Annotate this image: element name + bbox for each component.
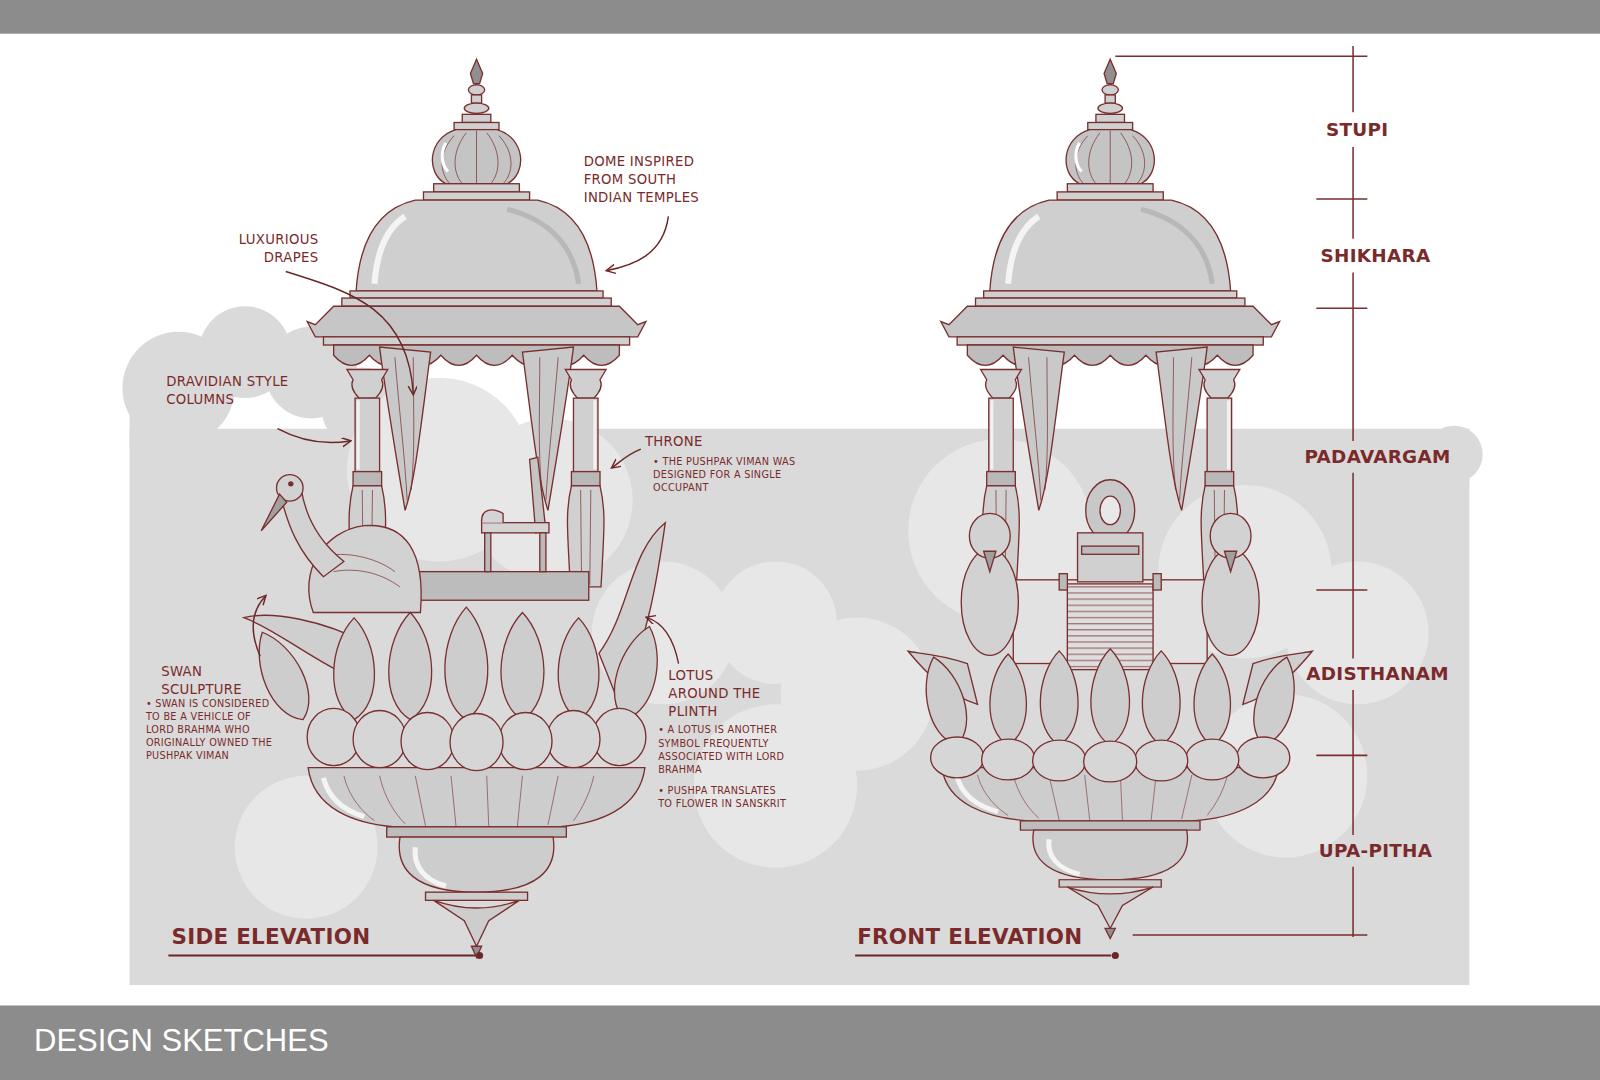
view-title: SIDE ELEVATION: [171, 923, 370, 952]
section-name: PADAVARGAM: [1305, 445, 1451, 470]
header-bar: [0, 0, 1600, 34]
side-elevation-drawing: [540, 533, 546, 572]
front-elevation-drawing: [982, 739, 1035, 780]
side-elevation-drawing: [501, 612, 544, 719]
side-elevation-drawing: [307, 708, 646, 770]
footer-bar: [0, 1005, 1600, 1080]
side-elevation-drawing: [415, 572, 588, 601]
side-elevation-drawing: [450, 714, 503, 771]
side-elevation-drawing: [547, 710, 600, 767]
leader-lines: [253, 216, 678, 663]
footer-bar: [0, 1005, 1600, 1080]
section-ruler: [1115, 56, 1367, 935]
leader-lines: [647, 618, 679, 664]
front-elevation-drawing: [1202, 549, 1259, 655]
front-elevation-drawing: [1224, 551, 1236, 571]
annotation: SWAN SCULPTURE: [161, 663, 263, 699]
side-elevation-drawing: [482, 510, 503, 523]
side-elevation-drawing: [289, 482, 293, 486]
leader-lines: [607, 216, 668, 270]
front-elevation-drawing: [1033, 740, 1086, 781]
title-underlines: [855, 954, 1111, 956]
side-elevation-drawing: [307, 708, 360, 765]
annotation-note: • SWAN IS CONSIDERED TO BE A VEHICLE OF …: [146, 697, 281, 762]
front-elevation-drawing: [908, 59, 1312, 938]
sheet-title: DESIGN SKETCHES: [34, 1023, 329, 1059]
front-elevation-drawing: [1059, 574, 1067, 590]
front-elevation-drawing: [931, 737, 1290, 782]
leader-lines: [612, 449, 641, 467]
front-elevation-drawing: [961, 549, 1018, 655]
front-elevation-drawing: [1186, 739, 1239, 780]
front-elevation-drawing: [941, 59, 1280, 587]
side-elevation-drawing: [593, 708, 646, 765]
front-elevation-drawing: [1100, 496, 1120, 525]
front-elevation-drawing: [1142, 651, 1180, 745]
front-elevation-drawing: [1082, 546, 1139, 554]
section-name: ADISTHANAM: [1306, 662, 1448, 687]
section-ruler: [1115, 46, 1367, 937]
front-elevation-drawing: [1086, 480, 1135, 541]
leader-lines: [278, 429, 350, 443]
side-elevation-drawing: [307, 59, 646, 587]
section-name: STUPI: [1326, 118, 1388, 143]
front-elevation-drawing: [1194, 654, 1230, 745]
annotation: THRONE: [645, 433, 703, 451]
side-elevation-drawing: [353, 710, 406, 767]
leader-lines: [253, 596, 265, 656]
front-elevation-drawing: [942, 768, 1279, 939]
side-elevation-drawing: [485, 533, 491, 572]
front-elevation-drawing: [984, 551, 996, 571]
view-title: FRONT ELEVATION: [857, 923, 1082, 952]
leader-lines: [286, 272, 414, 394]
annotation-note: • A LOTUS IS ANOTHER SYMBOL FREQUENTLY A…: [658, 723, 803, 775]
annotation: DRAVIDIAN STYLE COLUMNS: [166, 373, 301, 409]
front-elevation-drawing: [990, 654, 1026, 745]
section-name: SHIKHARA: [1321, 244, 1431, 269]
front-elevation-drawing: [1091, 649, 1130, 745]
front-elevation-drawing: [931, 737, 984, 778]
side-elevation-drawing: [445, 607, 488, 720]
annotation: LOTUS AROUND THE PLINTH: [668, 667, 765, 721]
front-elevation-drawing: [1246, 652, 1305, 749]
front-elevation-drawing: [1040, 651, 1078, 745]
side-elevation-drawing: [482, 523, 549, 533]
front-elevation-drawing: [916, 652, 975, 749]
annotation-note: • THE PUSHPAK VIMAN WAS DESIGNED FOR A S…: [653, 455, 798, 494]
front-elevation-drawing: [1078, 533, 1143, 582]
cloud-backdrop: [122, 306, 1482, 985]
side-elevation-drawing: [389, 612, 432, 719]
side-elevation-drawing: [334, 618, 375, 720]
section-name: UPA-PITHA: [1319, 839, 1433, 864]
front-elevation-drawing: [1153, 574, 1161, 590]
annotation-note: • PUSHPA TRANSLATES TO FLOWER IN SANSKRI…: [658, 784, 793, 810]
cloud-backdrop: [130, 429, 1470, 985]
side-elevation-drawing: [245, 624, 321, 728]
title-underlines: [168, 953, 1117, 958]
title-underlines: [1113, 953, 1118, 958]
annotation: DOME INSPIRED FROM SOUTH INDIAN TEMPLES: [584, 153, 722, 207]
annotation: LUXURIOUS DRAPES: [204, 231, 318, 267]
side-elevation-drawing: [530, 457, 546, 533]
side-elevation-drawing: [261, 494, 287, 531]
front-elevation-drawing: [1084, 741, 1137, 782]
side-elevation-drawing: [499, 713, 552, 770]
header-bar: [0, 0, 1600, 34]
section-ruler: [1352, 46, 1354, 937]
title-underlines: [477, 953, 482, 958]
title-underlines: [168, 954, 475, 956]
front-elevation-drawing: [1135, 740, 1188, 781]
front-elevation-drawing: [1237, 737, 1290, 778]
side-elevation-drawing: [558, 618, 599, 720]
side-elevation-drawing: [401, 713, 454, 770]
